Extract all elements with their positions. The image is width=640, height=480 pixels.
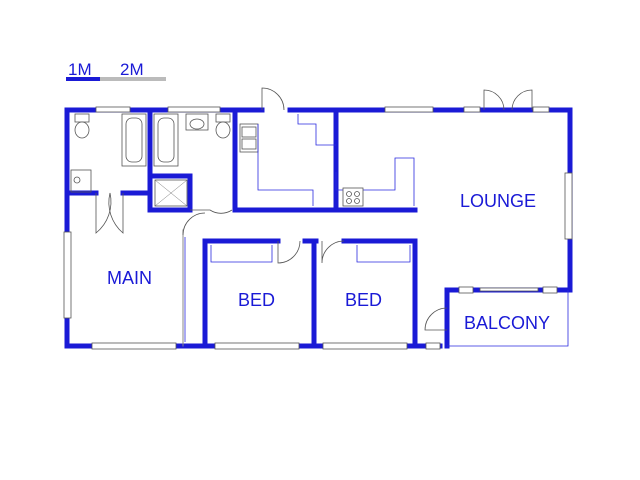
room-label-lounge: LOUNGE	[460, 191, 536, 211]
interior-lines	[184, 237, 569, 347]
scale-label-2m: 2M	[120, 60, 144, 79]
room-label-balcony: BALCONY	[464, 313, 550, 333]
kitchen-fixtures	[239, 114, 415, 207]
doors	[95, 87, 533, 331]
bathroom-fixtures	[70, 113, 231, 207]
scale-label-1m: 1M	[68, 60, 92, 79]
room-label-bed-1: BED	[238, 290, 275, 310]
room-label-main: MAIN	[107, 268, 152, 288]
room-labels: LOUNGE MAIN BED BED BALCONY	[107, 191, 550, 333]
room-label-bed-2: BED	[345, 290, 382, 310]
scale-bar: 1M 2M	[66, 60, 166, 81]
windows	[63, 106, 573, 350]
